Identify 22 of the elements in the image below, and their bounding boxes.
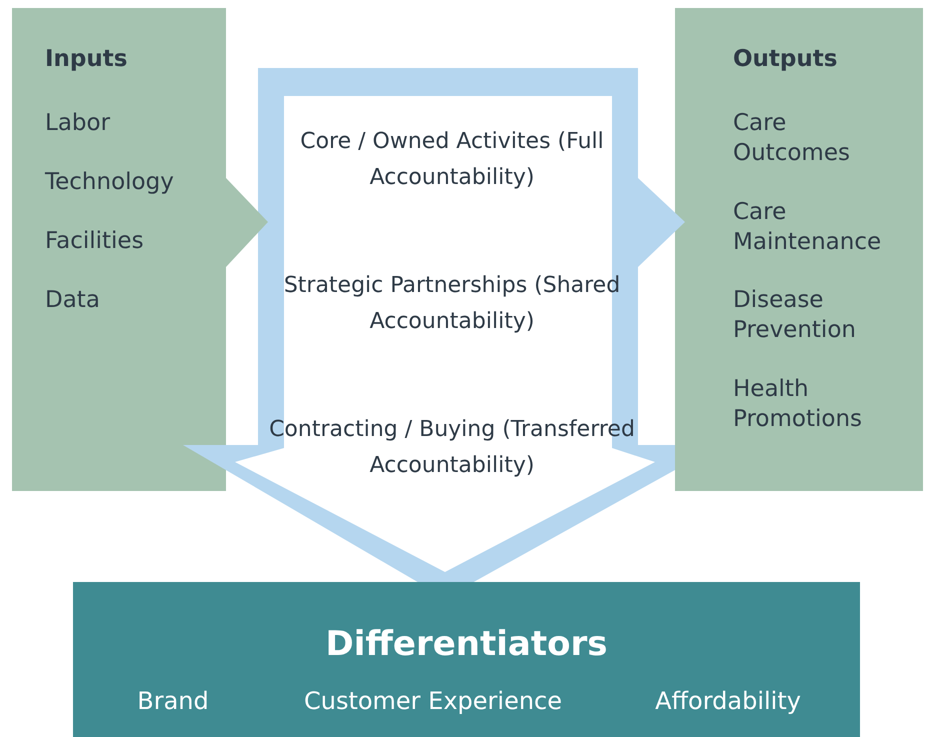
banner-heading: Differentiators: [324, 624, 608, 664]
list-item: Disease Prevention: [733, 286, 857, 345]
list-item: Care Maintenance: [733, 198, 882, 257]
activity-text: Core / Owned Activites (Full Accountability): [299, 128, 605, 192]
banner-item: Customer Experience: [302, 686, 564, 716]
list-item: Technology: [45, 168, 175, 197]
chevron-arrow: [226, 178, 268, 267]
panel-heading: Inputs: [45, 45, 128, 74]
activity-text: Strategic Partnerships (Shared Accountability): [282, 272, 622, 336]
list-item: Facilities: [45, 227, 145, 256]
list-item: Labor: [45, 109, 112, 138]
side-panel: [675, 8, 923, 491]
list-item: Health Promotions: [733, 375, 864, 434]
panel-heading: Outputs: [733, 45, 838, 74]
list-item: Data: [45, 286, 101, 315]
banner-item: Affordability: [654, 686, 802, 716]
activity-text: Contracting / Buying (Transferred Accountability): [268, 416, 636, 480]
side-panel: [12, 8, 226, 491]
chevron-arrow: [638, 178, 685, 267]
banner-box: [73, 582, 860, 737]
list-item: Care Outcomes: [733, 109, 851, 168]
banner-item: Brand: [136, 686, 210, 716]
